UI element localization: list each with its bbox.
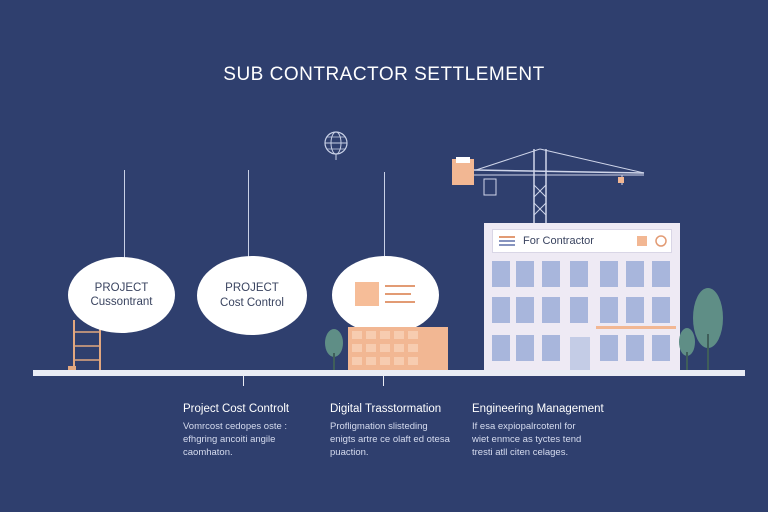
caption-1-title: Project Cost Controlt [183,403,290,415]
caption-2-title: Digital Trasstormation [330,403,442,415]
building-window [626,261,644,287]
building-window [570,261,588,287]
block-window [394,357,404,365]
bubble-2-line2: Cost Control [220,296,284,309]
document-icon [354,282,415,306]
office-building: For Contractor [484,223,680,371]
tree-icon [325,329,343,371]
block-window [408,357,418,365]
building-window [652,335,670,361]
building-sign: For Contractor [492,229,672,253]
bubble-document [332,256,439,334]
building-window [652,261,670,287]
caption-3-title: Engineering Management [472,403,604,415]
building-window [492,335,510,361]
building-window [542,297,560,323]
bubble-1-line2: Cussontrant [90,296,153,308]
caption-2-desc: Profligmation slisteding enigts artre ce… [330,421,450,458]
block-window [394,344,404,352]
list-icon [499,236,515,246]
building-window [542,261,560,287]
bubble-2-line1: PROJECT [225,282,279,295]
block-window [366,357,376,365]
building-window [492,297,510,323]
caption-3-desc: If esa expiopalrcotenl for wiet enmce as… [472,421,582,458]
block-window [408,344,418,352]
tree-icon-large [693,288,723,372]
building-window [516,335,534,361]
block-window [352,331,362,339]
block-window [366,344,376,352]
block-window [408,331,418,339]
building-window [652,297,670,323]
block-window [366,331,376,339]
block-window [394,331,404,339]
building-window [600,297,618,323]
building-window [626,335,644,361]
building-window [600,335,618,361]
globe-icon [324,131,348,160]
bubble-1-line1: PROJECT [94,281,149,294]
block-window [352,344,362,352]
orange-block [348,327,448,370]
bubble-project-cost-control: PROJECT Cost Control [197,256,307,335]
tree-icon-small [679,328,695,372]
block-window [380,357,390,365]
block-window [352,357,362,365]
building-sign-label: For Contractor [523,235,594,247]
hanger-line-1 [124,170,125,262]
hanger-line-3 [384,172,385,262]
building-window [600,261,618,287]
building-window [492,261,510,287]
timeline-tick-2 [383,376,384,386]
timeline-ground [33,370,745,376]
building-window [516,261,534,287]
building-window [570,297,588,323]
crane-icon [452,148,645,223]
image-icon [637,235,667,247]
bubble-project-constraint: PROJECT Cussontrant [68,257,175,333]
block-window [380,344,390,352]
caption-1-desc: Vomrcost cedopes oste : efhgring ancoiti… [183,421,288,458]
block-window [380,331,390,339]
timeline-tick-1 [243,376,244,386]
building-window [626,297,644,323]
building-window [516,297,534,323]
building-window [542,335,560,361]
hanger-line-2 [248,170,249,260]
diagram-title: SUB CONTRACTOR SETTLEMENT [223,64,545,85]
